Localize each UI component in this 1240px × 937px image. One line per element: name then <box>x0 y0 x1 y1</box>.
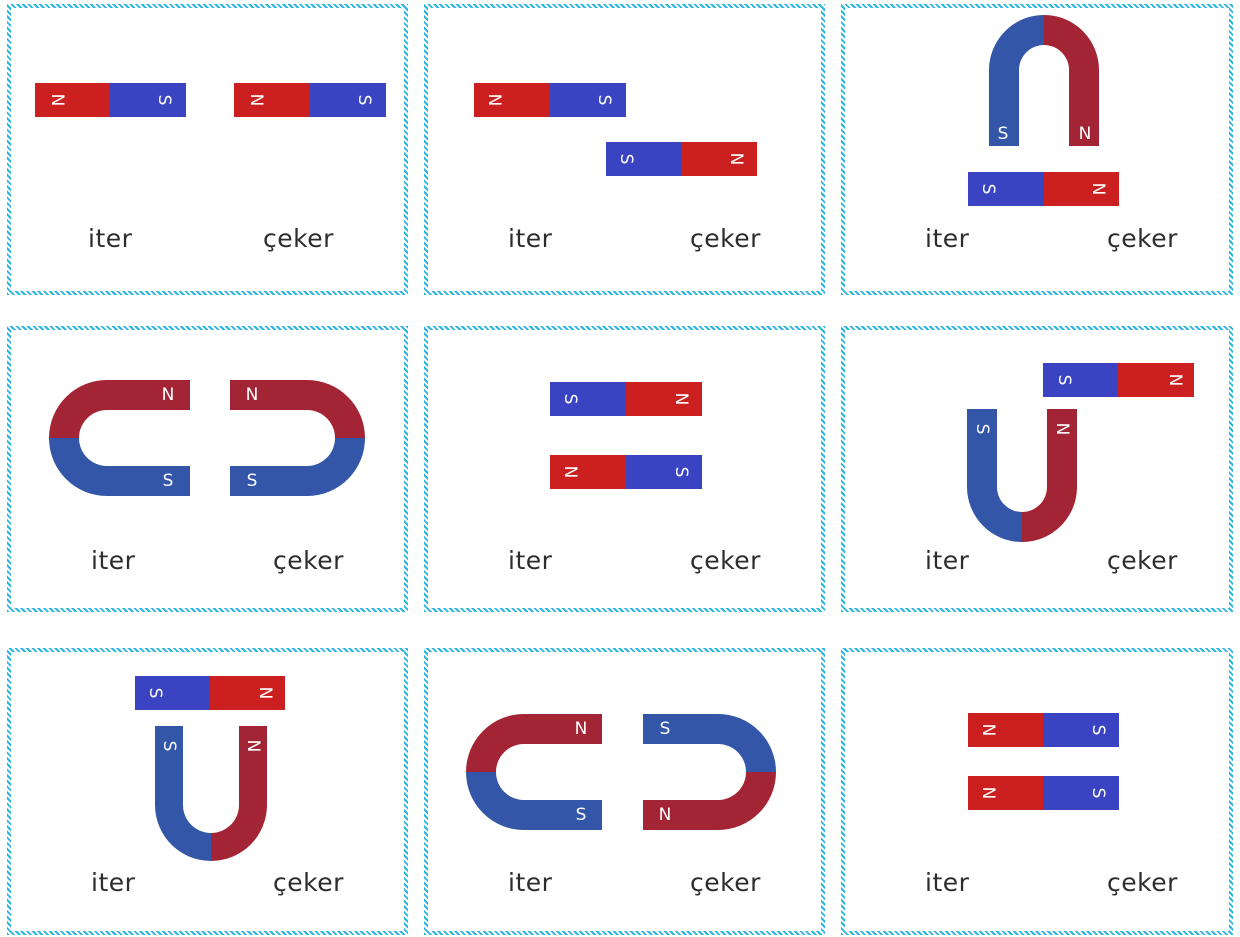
pole-label-north: N <box>243 740 263 753</box>
pole-label-south: S <box>247 471 258 491</box>
bar-magnet: S N <box>135 676 285 710</box>
magnet-illustration-2: N S S N <box>428 8 821 291</box>
pole-label-south: S <box>154 95 174 106</box>
magnet-card-2: N S S N iter çeker <box>424 4 825 295</box>
option-attract[interactable]: çeker <box>690 224 761 253</box>
option-repel[interactable]: iter <box>508 224 552 253</box>
pole-label-north: N <box>560 466 580 479</box>
pole-label-south: S <box>998 124 1009 144</box>
pole-label-north: N <box>246 94 266 107</box>
pole-label-north: N <box>47 94 67 107</box>
option-repel[interactable]: iter <box>508 546 552 575</box>
pole-label-south: S <box>978 184 998 195</box>
pole-label-south: S <box>594 95 614 106</box>
pole-label-south: S <box>671 467 691 478</box>
option-repel[interactable]: iter <box>925 868 969 897</box>
pole-label-north: N <box>255 687 275 700</box>
pole-label-south: S <box>1088 725 1108 736</box>
option-repel[interactable]: iter <box>91 868 135 897</box>
option-repel[interactable]: iter <box>88 224 132 253</box>
magnet-illustration-5: S N N S <box>428 330 821 608</box>
bar-magnet: N S <box>35 83 186 117</box>
pole-label-north: N <box>1079 124 1092 144</box>
magnet-card-3: S N S N iter çeker <box>841 4 1233 295</box>
option-attract[interactable]: çeker <box>690 546 761 575</box>
magnet-illustration-1: N S N S <box>11 8 404 291</box>
option-attract[interactable]: çeker <box>1107 546 1178 575</box>
pole-label-north: N <box>726 153 746 166</box>
option-attract[interactable]: çeker <box>273 868 344 897</box>
pole-label-north: N <box>671 393 691 406</box>
bar-magnet: S N <box>968 172 1119 206</box>
horseshoe-magnet: S N <box>155 726 267 861</box>
bar-magnet: S N <box>606 142 757 176</box>
option-repel[interactable]: iter <box>925 224 969 253</box>
pole-label-north: N <box>978 724 998 737</box>
bar-magnet: N S <box>550 455 702 489</box>
magnet-illustration-7: S N S N <box>11 652 404 931</box>
horseshoe-magnet: N S <box>466 714 602 830</box>
pole-label-north: N <box>978 787 998 800</box>
pole-label-south: S <box>159 741 179 752</box>
pole-label-north: N <box>162 385 175 405</box>
pole-label-south: S <box>354 95 374 106</box>
magnet-card-5: S N N S iter çeker <box>424 326 825 612</box>
magnet-card-9: N S N S iter çeker <box>841 648 1233 935</box>
pole-label-north: N <box>1165 374 1185 387</box>
magnet-card-7: S N S N iter çeker <box>7 648 408 935</box>
pole-label-north: N <box>1052 423 1072 436</box>
magnet-illustration-4: N S N S <box>11 330 404 608</box>
pole-label-south: S <box>616 154 636 165</box>
magnet-card-8: N S S N iter çeker <box>424 648 825 935</box>
option-attract[interactable]: çeker <box>1107 868 1178 897</box>
pole-label-south: S <box>145 688 165 699</box>
magnet-card-6: S N S N iter çeker <box>841 326 1233 612</box>
pole-label-south: S <box>972 424 992 435</box>
bar-magnet: S N <box>1043 363 1194 397</box>
horseshoe-magnet: N S <box>49 380 190 496</box>
bar-magnet: N S <box>968 713 1119 747</box>
horseshoe-magnet: S N <box>967 409 1077 542</box>
option-repel[interactable]: iter <box>508 868 552 897</box>
horseshoe-magnet: S N <box>643 714 776 830</box>
option-repel[interactable]: iter <box>91 546 135 575</box>
magnet-card-4: N S N S iter çeker <box>7 326 408 612</box>
option-repel[interactable]: iter <box>925 546 969 575</box>
option-attract[interactable]: çeker <box>1107 224 1178 253</box>
option-attract[interactable]: çeker <box>690 868 761 897</box>
pole-label-north: N <box>246 385 259 405</box>
pole-label-north: N <box>659 805 672 825</box>
pole-label-south: S <box>1088 788 1108 799</box>
bar-magnet: N S <box>968 776 1119 810</box>
pole-label-north: N <box>1088 183 1108 196</box>
pole-label-south: S <box>163 471 174 491</box>
option-attract[interactable]: çeker <box>263 224 334 253</box>
pole-label-north: N <box>484 94 504 107</box>
pole-label-north: N <box>575 719 588 739</box>
horseshoe-magnet: N S <box>230 380 365 496</box>
pole-label-south: S <box>576 805 587 825</box>
pole-label-south: S <box>560 394 580 405</box>
pole-label-south: S <box>660 719 671 739</box>
magnet-illustration-8: N S S N <box>428 652 821 931</box>
bar-magnet: N S <box>234 83 386 117</box>
bar-magnet: N S <box>474 83 626 117</box>
horseshoe-magnet: S N <box>989 15 1099 146</box>
pole-label-south: S <box>1054 375 1074 386</box>
option-attract[interactable]: çeker <box>273 546 344 575</box>
magnet-card-1: N S N S iter çeker <box>7 4 408 295</box>
bar-magnet: S N <box>550 382 702 416</box>
